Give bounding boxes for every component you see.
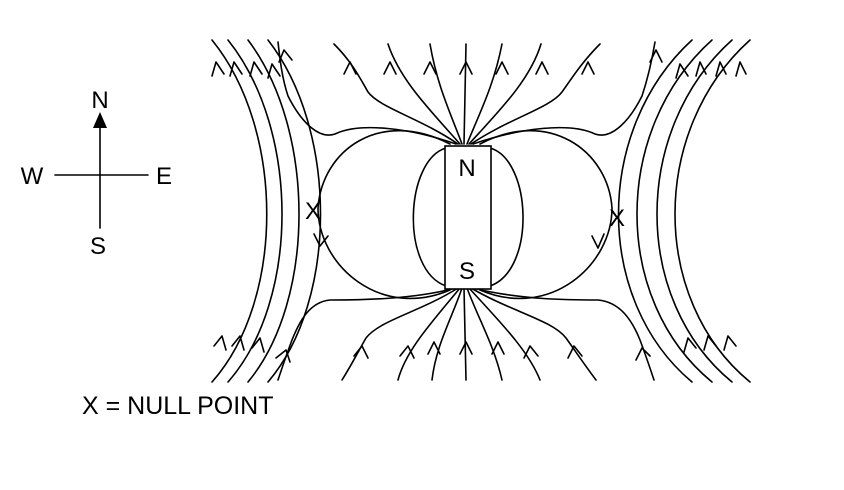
field-direction-arrows	[211, 49, 747, 363]
field-line	[429, 43, 463, 145]
compass: N S W E	[21, 87, 172, 260]
field-line	[397, 287, 461, 381]
field-line	[466, 287, 503, 381]
field-line	[412, 147, 447, 287]
arrow-up-icon	[427, 341, 441, 355]
field-line	[387, 43, 461, 145]
arrow-up-icon	[703, 335, 717, 351]
arrow-up-icon	[267, 63, 281, 79]
arrow-up-icon	[229, 61, 243, 77]
field-line	[211, 39, 268, 383]
arrow-up-icon	[249, 61, 263, 77]
arrow-down-icon	[313, 233, 329, 247]
field-line	[479, 129, 613, 300]
field-line	[617, 39, 693, 383]
field-line	[267, 39, 322, 383]
field-line	[463, 43, 467, 145]
arrow-up-icon	[275, 349, 291, 363]
field-line	[277, 41, 457, 145]
compass-east-label: E	[156, 163, 172, 190]
field-line	[636, 39, 713, 383]
field-line	[463, 287, 467, 381]
arrow-up-icon	[278, 49, 293, 63]
arrow-up-icon	[231, 335, 245, 351]
arrow-up-icon	[353, 345, 369, 359]
arrow-up-icon	[581, 61, 595, 75]
compass-north-label: N	[91, 87, 108, 114]
arrow-up-icon	[423, 61, 437, 75]
arrow-up-icon	[399, 345, 415, 359]
arrow-up-icon	[459, 341, 473, 355]
bar-magnet: N S	[444, 145, 492, 290]
field-line	[468, 287, 541, 381]
arrow-up-icon	[683, 337, 697, 353]
field-line	[470, 43, 601, 145]
field-lines	[211, 39, 751, 383]
arrow-down-icon	[591, 233, 605, 249]
arrow-up-icon	[675, 63, 689, 79]
field-line	[656, 39, 733, 383]
field-line	[489, 147, 524, 287]
field-line	[470, 287, 597, 381]
arrow-up-icon	[735, 61, 747, 77]
arrow-up-icon	[535, 61, 549, 75]
field-line	[674, 39, 751, 383]
arrow-up-icon	[495, 61, 509, 75]
null-point-left-marker: X	[305, 198, 321, 225]
magnet-north-pole-label: N	[458, 155, 475, 182]
arrow-up-icon	[213, 335, 227, 351]
compass-south-label: S	[90, 233, 106, 260]
arrow-up-icon	[211, 61, 225, 77]
field-line	[317, 129, 451, 300]
field-line	[227, 39, 283, 383]
arrow-up-icon	[459, 61, 473, 75]
field-line	[472, 287, 655, 381]
arrow-up-icon	[715, 61, 727, 77]
field-line	[277, 287, 457, 381]
field-line	[341, 287, 459, 381]
null-point-right-marker: X	[609, 205, 625, 232]
arrow-up-icon	[523, 345, 539, 359]
arrow-up-icon	[649, 49, 663, 63]
magnet-body	[444, 145, 492, 290]
arrow-up-icon	[343, 61, 357, 75]
arrow-up-icon	[695, 61, 707, 77]
magnet-south-pole-label: S	[459, 258, 475, 285]
field-line	[472, 41, 656, 145]
arrow-up-icon	[723, 335, 737, 351]
field-line	[247, 39, 300, 383]
compass-north-arrow-icon	[93, 112, 107, 128]
arrow-up-icon	[635, 347, 651, 361]
arrow-up-icon	[491, 341, 505, 355]
field-line	[431, 287, 463, 381]
arrow-up-icon	[383, 61, 397, 75]
arrow-up-icon	[567, 345, 583, 359]
null-point-legend: X = NULL POINT	[82, 392, 274, 420]
field-line	[468, 43, 542, 145]
arrow-up-icon	[251, 337, 265, 353]
compass-west-label: W	[21, 163, 44, 190]
field-line	[466, 43, 503, 145]
